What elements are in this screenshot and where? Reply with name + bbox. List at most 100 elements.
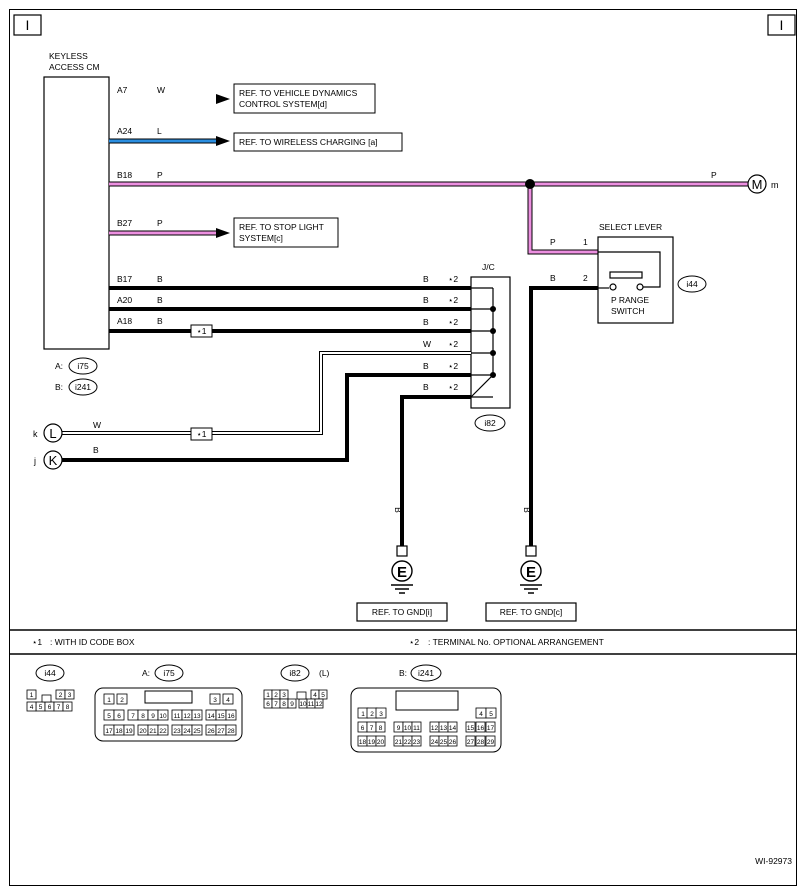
select-lever-conn-label: i44 bbox=[686, 279, 698, 289]
i75-cell bbox=[191, 709, 203, 721]
i82-pin: 4 bbox=[313, 692, 317, 699]
i75-cell bbox=[222, 693, 234, 705]
i241-cell bbox=[375, 721, 386, 733]
terminal-m-circle bbox=[747, 174, 767, 194]
i75-pin: 18 bbox=[115, 728, 123, 735]
switch-contact-left bbox=[609, 283, 617, 291]
i82-pin: 11 bbox=[308, 701, 315, 708]
gnd2-symbol: E bbox=[526, 564, 536, 581]
i75-pin: 13 bbox=[193, 713, 201, 720]
pin-a7: A7 bbox=[117, 85, 128, 95]
corner-tab-left bbox=[13, 14, 42, 36]
jc-conn-label: i82 bbox=[484, 418, 496, 428]
i241-cell bbox=[411, 721, 422, 733]
wire-a7-color: W bbox=[157, 85, 165, 95]
i44-cell bbox=[26, 689, 37, 700]
i241-pin: 27 bbox=[467, 739, 475, 746]
i75-pin: 17 bbox=[105, 728, 113, 735]
i241-cell bbox=[485, 707, 497, 719]
ref-vdc-line2: CONTROL SYSTEM[d] bbox=[239, 99, 327, 109]
i44-pin: 7 bbox=[57, 704, 61, 711]
wire-l-outline bbox=[62, 351, 471, 435]
i44-pin: 5 bbox=[39, 704, 43, 711]
i44-pin: 1 bbox=[30, 692, 34, 699]
i241-pin: 5 bbox=[489, 711, 493, 718]
mark-star1-l: ⋆1 bbox=[196, 429, 206, 439]
pin-b27: B27 bbox=[117, 218, 132, 228]
i44-key bbox=[41, 694, 52, 703]
jc-row4-color: W bbox=[423, 339, 431, 349]
splice-b18 bbox=[525, 179, 535, 189]
i75-pin: 8 bbox=[141, 713, 145, 720]
pin-b17: B17 bbox=[117, 274, 132, 284]
ref-box-vdc bbox=[233, 83, 376, 114]
i241-pin: 3 bbox=[379, 711, 383, 718]
i82-pin: 7 bbox=[274, 701, 278, 708]
i241-cell bbox=[485, 721, 496, 733]
terminal-l-circle bbox=[43, 423, 63, 443]
i75-pin: 6 bbox=[117, 713, 121, 720]
corner-tab-right-label: I bbox=[780, 17, 784, 33]
jc-box bbox=[470, 276, 511, 409]
i44-pin: 8 bbox=[66, 704, 70, 711]
i241-pin: 21 bbox=[395, 739, 403, 746]
i75-pin: 3 bbox=[213, 697, 217, 704]
ecu-conn-b-label: i241 bbox=[75, 382, 91, 392]
i241-pin: 26 bbox=[449, 739, 457, 746]
select-lever-label: SELECT LEVER bbox=[599, 222, 662, 232]
gnd2-pin bbox=[525, 545, 537, 557]
pin-a18: A18 bbox=[117, 316, 132, 326]
i75-pin: 23 bbox=[173, 728, 181, 735]
pin-a20: A20 bbox=[117, 295, 132, 305]
terminal-l-label: k bbox=[33, 429, 38, 439]
i241-cell bbox=[375, 735, 386, 747]
i75-cell bbox=[225, 709, 237, 721]
wire-a24-color: L bbox=[157, 126, 162, 136]
i44-cell bbox=[64, 689, 75, 700]
ref-gnd-i: REF. TO GND[i] bbox=[372, 607, 432, 617]
wire-a18-color: B bbox=[157, 316, 163, 326]
terminal-l-symbol: L bbox=[49, 426, 56, 441]
ref-wireless: REF. TO WIRELESS CHARGING [a] bbox=[239, 137, 378, 147]
i241-pin: 15 bbox=[467, 725, 475, 732]
i75-pin: 14 bbox=[207, 713, 215, 720]
i82-cell bbox=[287, 698, 297, 709]
ref-arrow-wireless bbox=[216, 136, 230, 146]
i241-pin: 29 bbox=[487, 739, 495, 746]
pin-a24: A24 bbox=[117, 126, 132, 136]
wire-sel-b-color: B bbox=[550, 273, 556, 283]
i75-pin: 24 bbox=[183, 728, 191, 735]
i82-pin: 8 bbox=[282, 701, 286, 708]
i82-pin: 2 bbox=[274, 692, 278, 699]
jc-row-6-link bbox=[470, 374, 494, 398]
wire-b18-color: P bbox=[157, 170, 163, 180]
i75-cell bbox=[157, 724, 169, 736]
i82-pin: 3 bbox=[282, 692, 286, 699]
view-i241-housing bbox=[350, 687, 502, 753]
switch-line-top bbox=[598, 251, 661, 288]
note1-mark: ⋆1 bbox=[32, 637, 42, 647]
i75-pin: 19 bbox=[125, 728, 133, 735]
i241-pin: 24 bbox=[431, 739, 439, 746]
sel-pin1: 1 bbox=[583, 237, 588, 247]
i75-cell bbox=[113, 709, 125, 721]
page-frame bbox=[9, 9, 797, 886]
i82-pin: 6 bbox=[266, 701, 270, 708]
i75-pin: 1 bbox=[107, 697, 111, 704]
pin-b18: B18 bbox=[117, 170, 132, 180]
jc-row3-star: ⋆2 bbox=[448, 317, 458, 327]
i75-pin: 9 bbox=[151, 713, 155, 720]
i241-pin: 14 bbox=[449, 725, 457, 732]
ref-vdc-line1: REF. TO VEHICLE DYNAMICS bbox=[239, 88, 358, 98]
ref-stop-line1: REF. TO STOP LIGHT bbox=[239, 222, 324, 232]
i241-cell bbox=[465, 735, 476, 747]
i241-pin: 9 bbox=[397, 725, 401, 732]
wire-k bbox=[62, 373, 471, 462]
jc-dot-3 bbox=[490, 328, 496, 334]
switch-label-line2: SWITCH bbox=[611, 306, 645, 316]
i241-cell bbox=[485, 735, 496, 747]
i75-pin: 20 bbox=[139, 728, 147, 735]
i75-pin: 28 bbox=[227, 728, 235, 735]
wire-sel-p-outline bbox=[527, 184, 598, 255]
